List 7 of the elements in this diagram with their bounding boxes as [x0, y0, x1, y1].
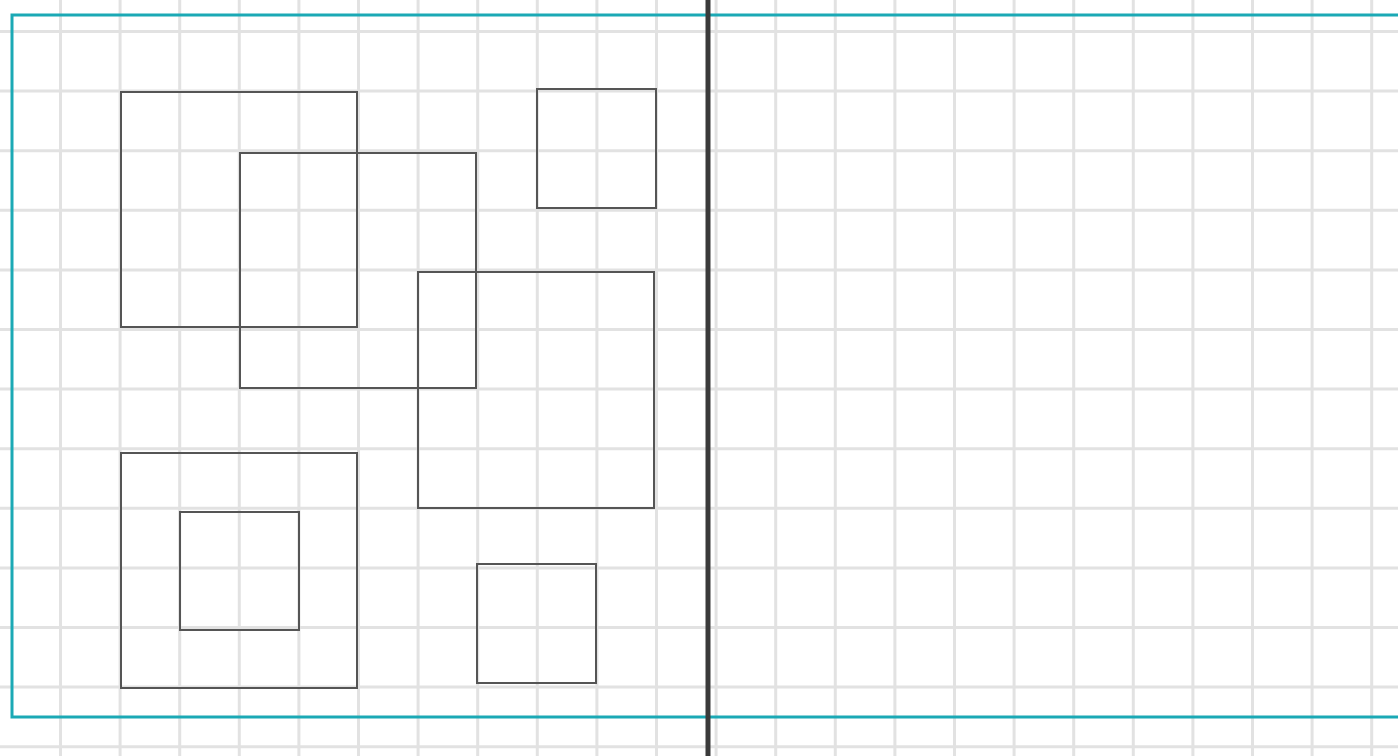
- square-outline: [536, 88, 657, 209]
- square-outline: [179, 511, 300, 631]
- square-outline: [239, 152, 477, 389]
- square-outline: [120, 452, 358, 689]
- square-outline: [476, 563, 597, 684]
- square-outline: [120, 91, 358, 328]
- square-outline: [417, 271, 655, 509]
